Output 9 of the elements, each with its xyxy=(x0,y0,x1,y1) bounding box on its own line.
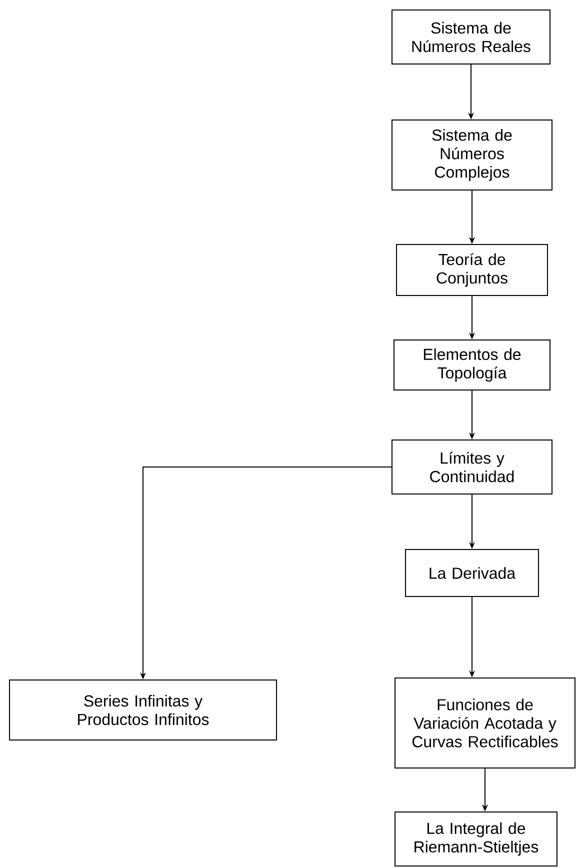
process-box: Series Infinitas y Productos Infinitos xyxy=(9,680,277,740)
process-box: Sistema de Números Complejos xyxy=(392,120,552,190)
process-box: Límites y Continuidad xyxy=(392,440,552,494)
process-box: Sistema de Números Reales xyxy=(392,10,550,65)
process-box: Funciones de Variación Acotada y Curvas Rectificables xyxy=(394,678,576,768)
process-box: La Integral de Riemann-Stieltjes xyxy=(394,812,558,866)
process-box: Teoría de Conjuntos xyxy=(396,244,548,296)
process-box: La Derivada xyxy=(405,549,539,597)
process-box: Elementos de Topología xyxy=(394,340,550,390)
